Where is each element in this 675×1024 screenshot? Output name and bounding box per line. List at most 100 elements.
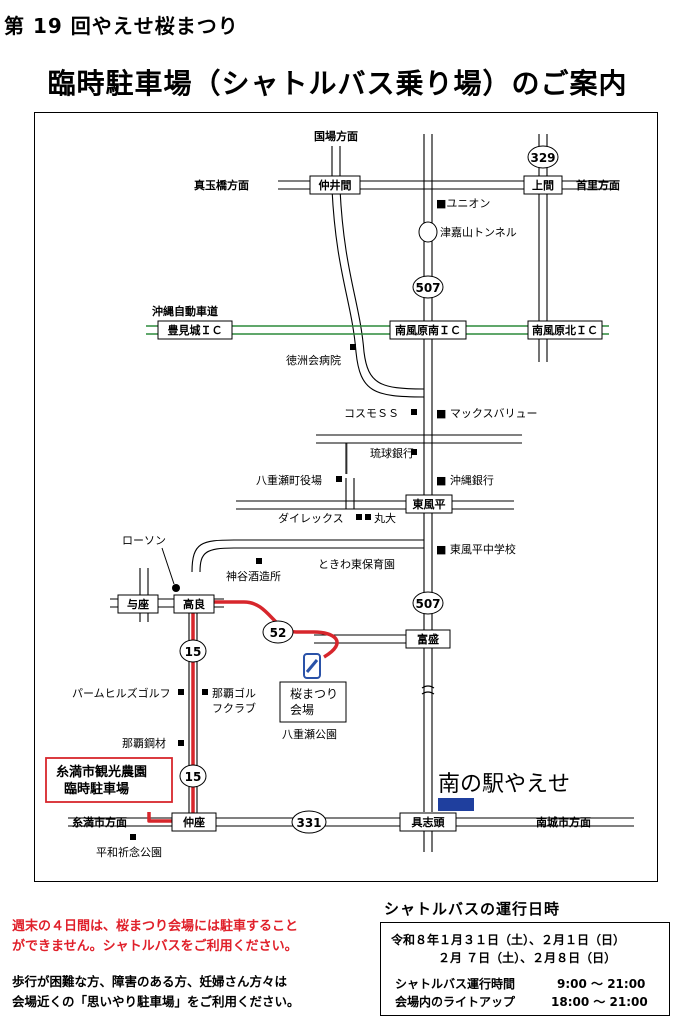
temporary-parking: 糸満市観光農園 臨時駐車場 [45,757,173,803]
station-marker [438,798,474,811]
landmark-tokiwa: ときわ東保育園 [318,557,395,571]
naha-steel-marker [178,740,184,746]
cosmos-marker [411,409,417,415]
svg-text:東風平: 東風平 [413,497,446,511]
intersection-tomigusuku-ic: 豊見城ＩＣ [157,320,233,340]
route-52-shield: 52 [262,620,294,644]
intersection-haebaru-minami-ic: 南風原南ＩＣ [389,320,467,340]
svg-text:仲座: 仲座 [183,815,205,829]
festival-title: 第 19 回やえせ桜まつり [4,14,239,38]
route-331-shield: 331 [291,810,327,834]
svg-text:与座: 与座 [127,597,149,611]
parking-line1: 糸満市観光農園 [56,764,147,780]
lightup-label: 会場内のライトアップ [395,995,516,1009]
svg-text:津嘉山トンネル: 津嘉山トンネル [440,225,517,239]
intersection-kochinda: 東風平 [405,494,453,514]
yaese-office-marker [336,476,342,482]
direction-kokuba: 国場方面 [314,129,358,143]
route-507-shield-lower: 507 [412,591,444,615]
intersection-gushichan: 具志頭 [399,812,457,832]
direction-madanbashi: 真玉橋方面 [194,178,249,192]
station-label: 南の駅やえせ [438,772,570,797]
lawson-marker [172,584,180,592]
route-15-shield-lower: 15 [179,764,207,788]
kamiya-marker [256,558,262,564]
landmark-dairex: ダイレックス [278,511,344,525]
landmark-cosmos: コスモＳＳ [344,407,399,420]
schedule-box: 令和８年１月３１日（土）、２月１日（日） ２月 ７日（土）、２月８日（日） シャ… [380,922,670,1016]
naha-golf-line2: フクラブ [212,701,256,715]
naha-golf-line1: 那覇ゴル [212,686,256,700]
sakura-venue: 桜まつり 会場 八重瀬公園 [279,653,347,741]
parking-line2: 臨時駐車場 [64,781,129,797]
svg-text:329: 329 [530,151,555,165]
landmarks: ■ユニオン 津嘉山トンネル 徳洲会病院 コスモＳＳ ■ マックスバリュー 琉球銀… [72,197,538,859]
svg-text:南風原南ＩＣ: 南風原南ＩＣ [395,323,461,337]
landmark-naha-steel: 那覇鋼材 [122,736,166,750]
svg-text:15: 15 [185,645,202,659]
landmark-okinawa-bank: ■ 沖縄銀行 [436,473,494,487]
naha-golf-marker [202,689,208,695]
intersection-haebaru-kita-ic: 南風原北ＩＣ [527,320,603,340]
parking-label: 糸満市観光農園 臨時駐車場 [56,764,152,797]
landmark-palm-hills: パームヒルズゴルフ [72,686,171,700]
sakura-venue-line1: 桜まつり [290,687,338,701]
heiwa-kinen-marker [130,834,136,840]
svg-text:具志頭: 具志頭 [412,815,446,829]
route-507-shield: 507 [412,275,444,299]
intersection-nakaima: 仲井間 [309,175,361,195]
landmark-maxvalu: ■ マックスバリュー [436,407,538,420]
route-329-shield: 329 [527,145,559,169]
intersection-labels: 仲井間 上間 南風原南ＩＣ 南風原北ＩＣ 豊見城ＩＣ 東風平 与座 高良 [117,175,603,832]
tokushukai-marker [350,344,356,350]
intersection-ueno: 上間 [523,175,563,195]
service-hours-time: 9:00 ～ 21:00 [557,977,646,991]
landmark-yaese-office: 八重瀬町役場 [256,473,322,487]
landmark-kochinda-jhs: ■ 東風平中学校 [436,542,516,556]
access-map: 329 507 507 52 15 15 331 仲井間 [34,112,658,882]
expressway-label: 沖縄自動車道 [152,304,218,318]
landmark-naha-golf: 那覇ゴル フクラブ [212,686,260,715]
svg-text:豊見城ＩＣ: 豊見城ＩＣ [168,323,223,337]
direction-itoman: 糸満市方面 [72,815,127,829]
ryukyu-bank-marker [411,449,417,455]
landmark-yaese-park: 八重瀬公園 [282,727,337,741]
svg-text:52: 52 [270,626,287,640]
schedule-dates-line1: 令和８年１月３１日（土）、２月１日（日） [391,933,626,947]
landmark-ryukyu-bank: 琉球銀行 [370,446,414,460]
landmark-kamiya: 神谷酒造所 [226,569,281,583]
direction-shuri: 首里方面 [576,178,620,192]
station-minami-no-eki: 南の駅やえせ [438,772,570,811]
dairex-marker [356,514,362,520]
intersection-tomimori: 富盛 [405,629,451,649]
palm-hills-marker [178,689,184,695]
landmark-union: ■ユニオン [436,197,490,210]
intersection-yoza: 与座 [117,594,159,614]
route-15-shield: 15 [179,639,207,663]
svg-text:331: 331 [296,816,321,830]
svg-text:仲井間: 仲井間 [319,178,352,192]
direction-nanjo: 南城市方面 [536,815,591,829]
notice-red: 週末の４日間は、桜まつり会場には駐車すること ができません。シャトルバスをご利用… [12,919,299,954]
page-headline: 臨時駐車場（シャトルバス乗り場）のご案内 [47,67,628,100]
svg-text:富盛: 富盛 [417,632,439,646]
road-break-marks [421,685,435,695]
notice-accessible-parking: 歩行が困難な方、障害のある方、妊婦さん方々は 会場近くの「思いやり駐車場」をご利… [12,974,300,1009]
intersection-nakaza: 仲座 [171,812,217,832]
marudai-marker [365,514,371,520]
landmark-tunnel: 津嘉山トンネル [418,221,517,243]
shuttle-route [147,600,339,823]
sakura-venue-label: 桜まつり 会場 [290,687,342,717]
route-shields: 329 507 507 52 15 15 331 [179,145,559,834]
svg-text:上間: 上間 [532,178,554,192]
schedule-title: シャトルバスの運行日時 [384,900,561,918]
sakura-venue-line2: 会場 [290,703,314,717]
svg-text:507: 507 [415,281,440,295]
lightup-time: 18:00 ～ 21:00 [551,995,648,1009]
svg-text:15: 15 [185,770,202,784]
landmark-lawson: ローソン [122,534,166,547]
service-hours-label: シャトルバス運行時間 [395,977,516,991]
svg-text:高良: 高良 [183,597,205,611]
landmark-tokushukai: 徳洲会病院 [286,353,341,367]
intersection-takara: 高良 [173,594,215,614]
